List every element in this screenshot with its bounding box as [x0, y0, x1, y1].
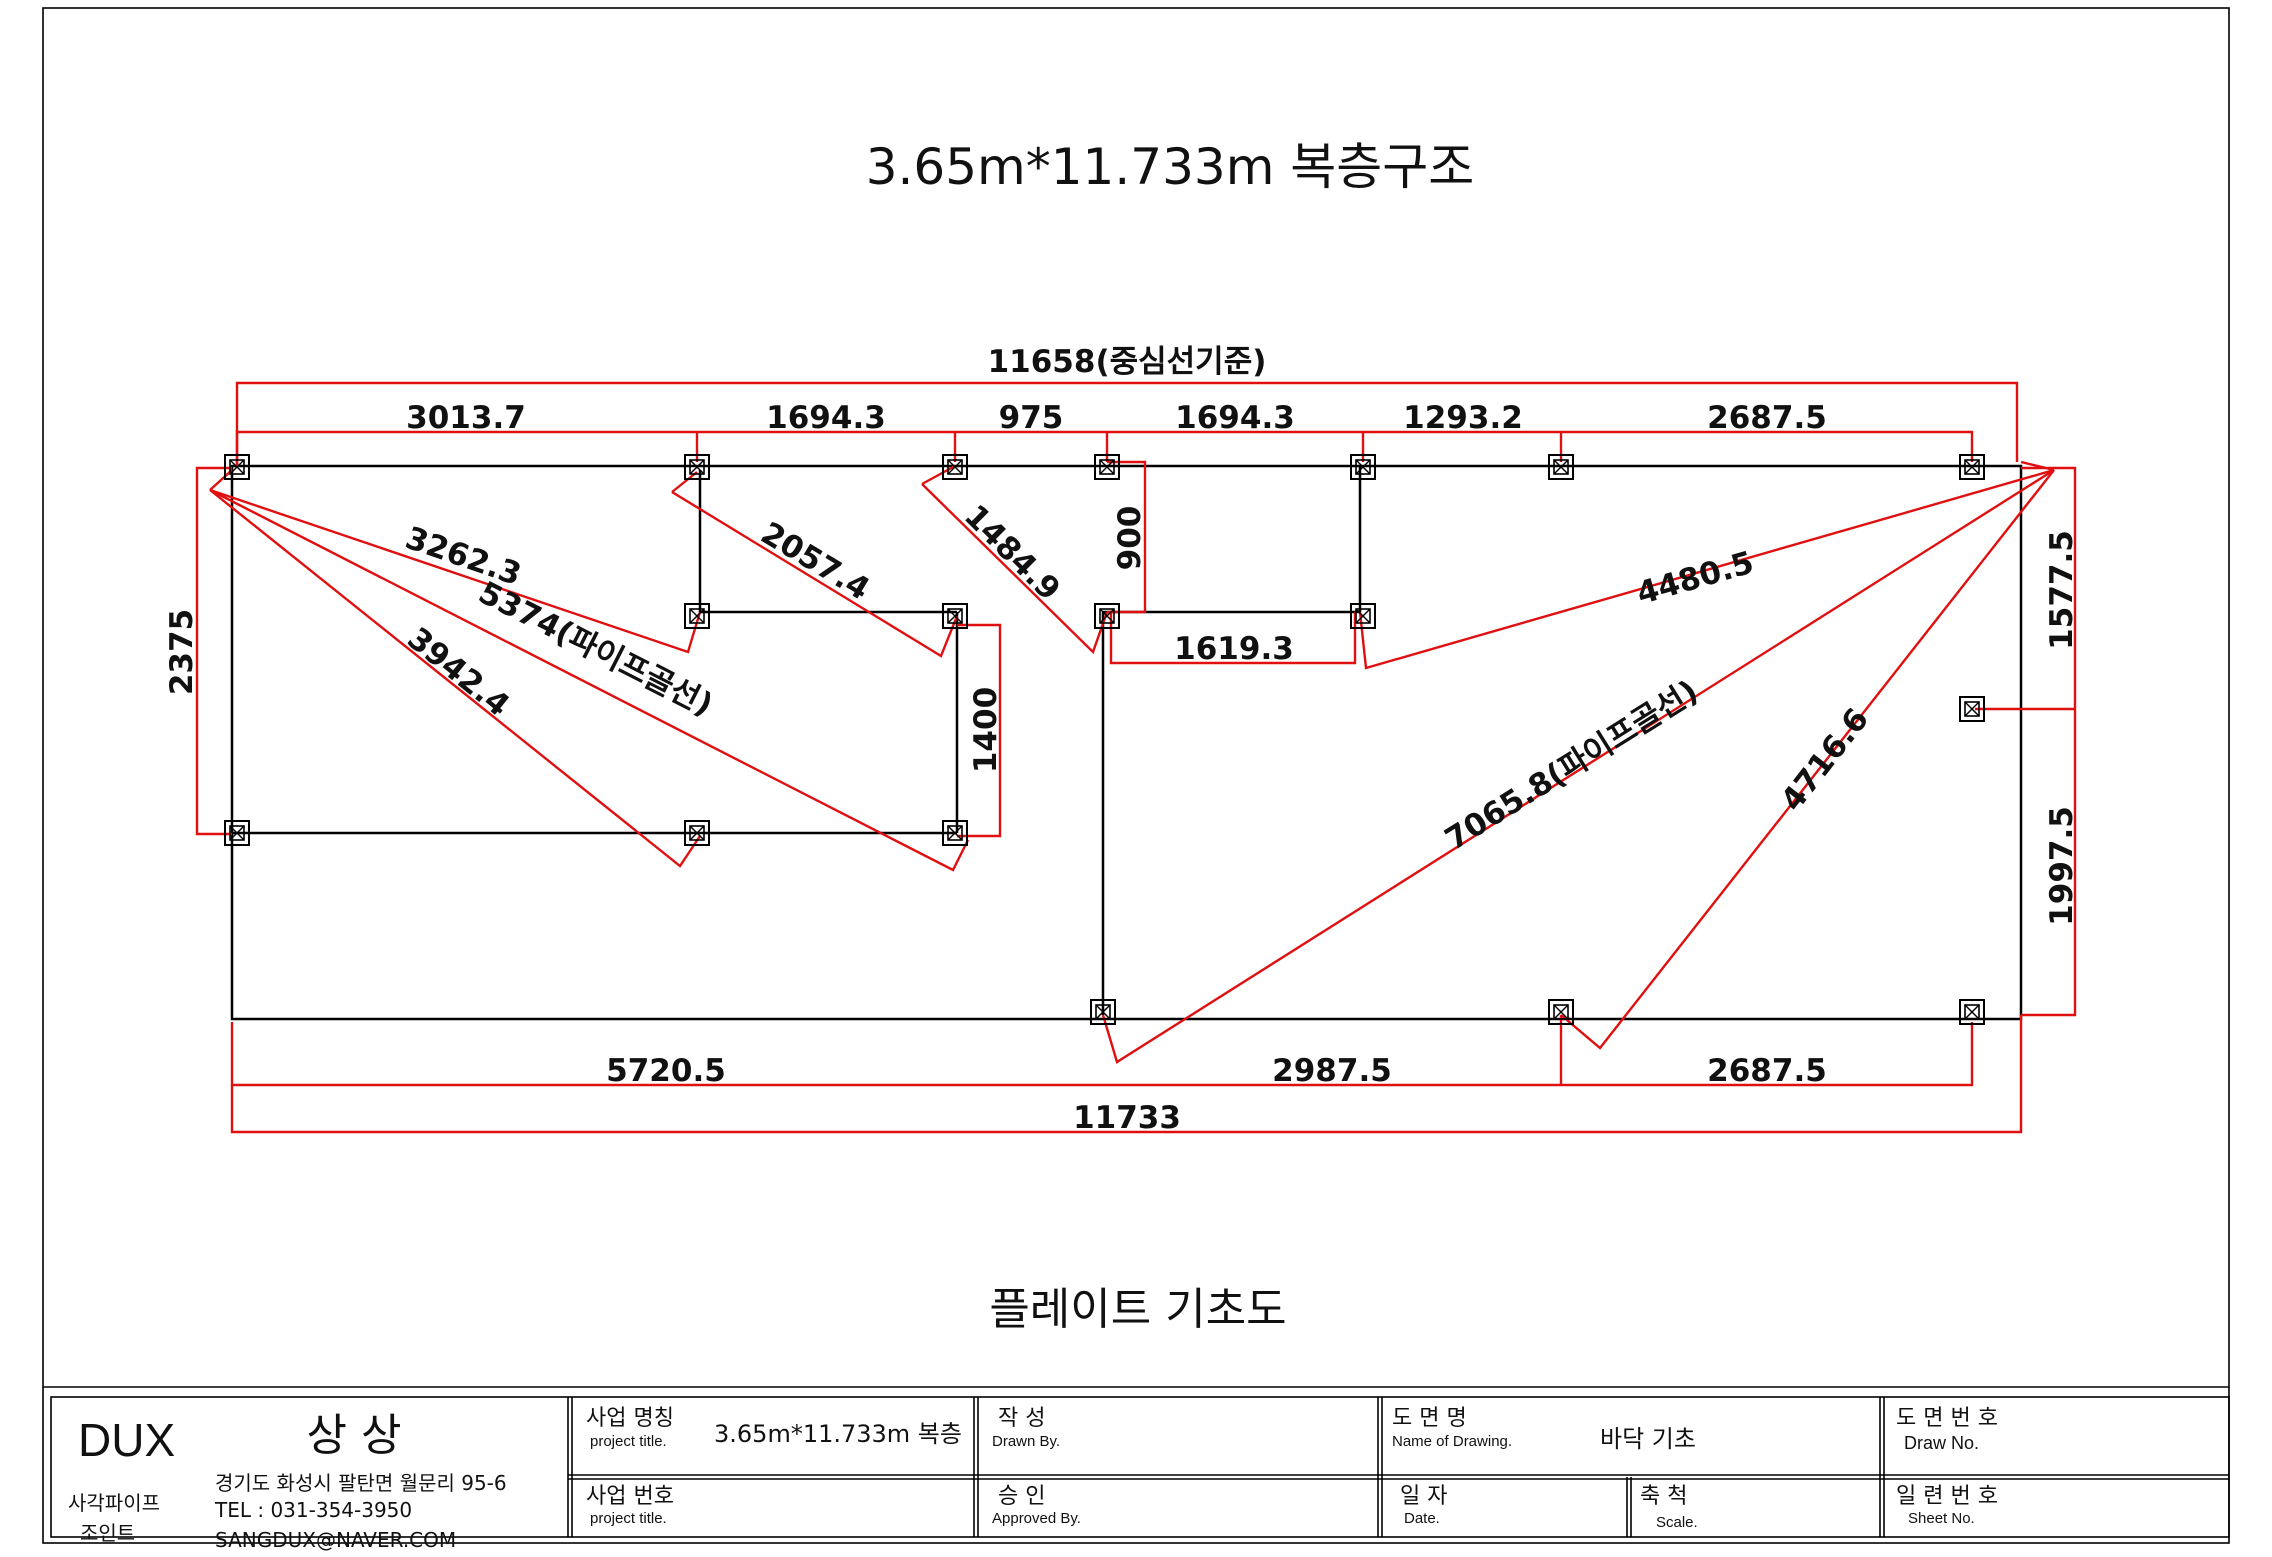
- dim-top-2: 1694.3: [766, 400, 886, 436]
- approved-label-en: Approved By.: [992, 1510, 1081, 1527]
- scale-label-en: Scale.: [1656, 1514, 1698, 1531]
- base-plate: [1959, 999, 1985, 1025]
- date-label-en: Date.: [1404, 1510, 1440, 1527]
- base-plate: [1350, 454, 1376, 480]
- project-name-label-en: project title.: [590, 1433, 667, 1450]
- draw-no-label-en: Draw No.: [1904, 1433, 1979, 1453]
- base-plate: [1094, 603, 1120, 629]
- dim-bottom-1: 5720.5: [606, 1053, 726, 1089]
- dim-diag-4716: 4716.6: [1774, 702, 1876, 818]
- base-plate: [224, 454, 250, 480]
- dim-right-upper: 1577.5: [2044, 530, 2080, 650]
- base-plates: [224, 454, 1985, 1025]
- project-no-label: 사업 번호: [586, 1484, 674, 1509]
- project-name-value: 3.65m*11.733m 복층: [714, 1420, 962, 1448]
- base-plate: [1548, 454, 1574, 480]
- company-email: SANGDUX@NAVER.COM: [215, 1528, 456, 1552]
- sheet-no-label: 일 련 번 호: [1896, 1484, 1998, 1509]
- company-address: 경기도 화성시 팔탄면 월문리 95-6: [215, 1471, 507, 1495]
- base-plate: [942, 454, 968, 480]
- drawing-title: 3.65m*11.733m 복층구조: [866, 138, 1475, 196]
- company-type-1: 사각파이프: [68, 1491, 160, 1515]
- dim-bottom-2: 2987.5: [1272, 1053, 1392, 1089]
- company-tel: TEL : 031-354-3950: [214, 1498, 412, 1522]
- base-plate: [684, 820, 710, 846]
- structure-outline: [230, 464, 2023, 1021]
- drawing-name-label-en: Name of Drawing.: [1392, 1433, 1512, 1450]
- sheet-border: [42, 7, 2230, 1544]
- dim-top-5: 1293.2: [1403, 400, 1523, 436]
- sheet-no-label-en: Sheet No.: [1908, 1510, 1975, 1527]
- base-plate: [942, 603, 968, 629]
- title-block: DUX 상 상 사각파이프 조인트 경기도 화성시 팔탄면 월문리 95-6 T…: [43, 1386, 2230, 1552]
- brand-logo: DUX: [78, 1414, 175, 1466]
- company-type-2: 조인트: [80, 1521, 135, 1545]
- dim-diag-2057: 2057.4: [755, 515, 876, 607]
- date-label: 일 자: [1400, 1484, 1447, 1509]
- dim-bottom-3: 2687.5: [1707, 1053, 1827, 1089]
- dim-top-1: 3013.7: [406, 400, 526, 436]
- dim-top-6: 2687.5: [1707, 400, 1827, 436]
- base-plate: [684, 454, 710, 480]
- dim-vert-900: 900: [1112, 506, 1148, 571]
- dimension-lines: [195, 381, 2077, 1134]
- scale-label: 축 척: [1640, 1484, 1687, 1509]
- base-plate: [1959, 454, 1985, 480]
- company-name: 상 상: [307, 1410, 402, 1461]
- base-plate: [1548, 999, 1574, 1025]
- plan-title: 플레이트 기초도: [989, 1284, 1286, 1335]
- approved-label: 승 인: [998, 1484, 1045, 1509]
- dim-diag-3262: 3262.3: [401, 520, 526, 593]
- dim-right-lower: 1997.5: [2044, 806, 2080, 926]
- dim-overall-bottom: 11733: [1073, 1100, 1181, 1136]
- drawn-label: 작 성: [998, 1406, 1045, 1431]
- dim-horiz-1619: 1619.3: [1174, 631, 1294, 667]
- base-plate: [942, 820, 968, 846]
- drawing-name-label: 도 면 명: [1392, 1406, 1467, 1431]
- dim-top-3: 975: [999, 400, 1064, 436]
- base-plate: [1090, 999, 1116, 1025]
- dim-diag-4480: 4480.5: [1633, 545, 1758, 613]
- dim-vert-1400: 1400: [968, 687, 1004, 773]
- dim-top-4: 1694.3: [1175, 400, 1295, 436]
- drawn-label-en: Drawn By.: [992, 1433, 1060, 1450]
- draw-no-label: 도 면 번 호: [1896, 1406, 1998, 1431]
- base-plate: [1094, 454, 1120, 480]
- base-plate: [1959, 696, 1985, 722]
- dim-overall-top: 11658(중심선기준): [988, 344, 1267, 380]
- project-no-label-en: project title.: [590, 1510, 667, 1527]
- drawing-name-value: 바닥 기초: [1600, 1425, 1696, 1453]
- dim-left-height: 2375: [164, 609, 200, 695]
- base-plate: [224, 820, 250, 846]
- project-name-label: 사업 명칭: [586, 1406, 674, 1431]
- base-plate: [684, 603, 710, 629]
- dim-diag-1484: 1484.9: [957, 498, 1067, 608]
- base-plate: [1350, 603, 1376, 629]
- dim-diag-3942: 3942.4: [400, 621, 516, 724]
- dim-diag-7065: 7065.8(파이프골선): [1439, 673, 1704, 858]
